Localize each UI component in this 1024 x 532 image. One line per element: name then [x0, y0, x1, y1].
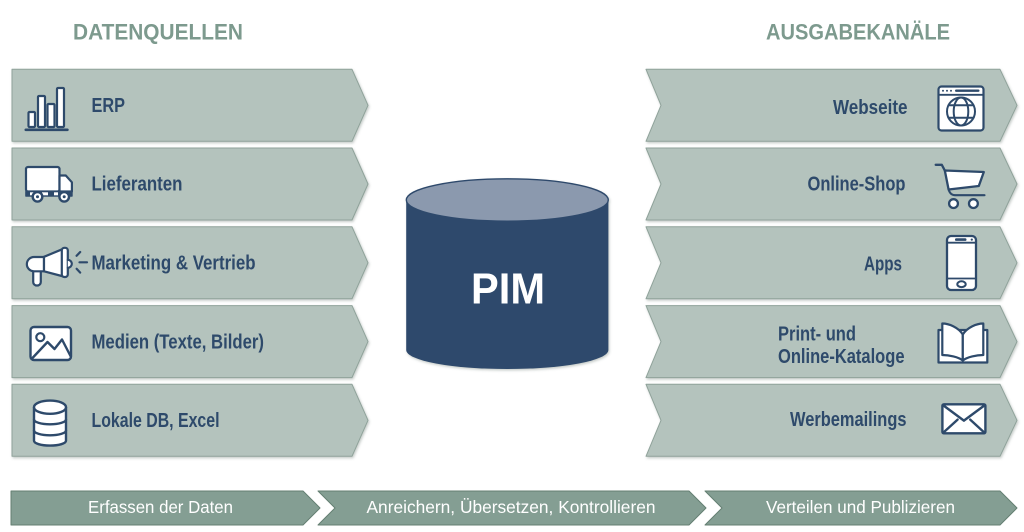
svg-text:Marketing & Vertrieb: Marketing & Vertrieb	[92, 252, 256, 275]
svg-text:Webseite: Webseite	[833, 96, 908, 119]
svg-text:Verteilen und Publizieren: Verteilen und Publizieren	[766, 497, 955, 517]
svg-text:Print- und: Print- und	[778, 322, 856, 345]
svg-text:Online-Kataloge: Online-Kataloge	[778, 345, 905, 368]
svg-text:ERP: ERP	[92, 94, 126, 117]
svg-text:AUSGABEKANÄLE: AUSGABEKANÄLE	[766, 20, 950, 45]
svg-text:Werbemailings: Werbemailings	[790, 408, 907, 431]
svg-text:Medien (Texte, Bilder): Medien (Texte, Bilder)	[92, 330, 265, 353]
svg-text:Lieferanten: Lieferanten	[92, 173, 183, 196]
svg-text:Anreichern, Übersetzen, Kontro: Anreichern, Übersetzen, Kontrollieren	[367, 497, 656, 517]
svg-text:Online-Shop: Online-Shop	[808, 173, 906, 196]
svg-text:DATENQUELLEN: DATENQUELLEN	[73, 20, 243, 45]
svg-text:Lokale DB, Excel: Lokale DB, Excel	[92, 409, 220, 432]
svg-text:PIM: PIM	[471, 266, 545, 314]
svg-text:Apps: Apps	[864, 252, 902, 275]
svg-text:Erfassen der Daten: Erfassen der Daten	[88, 497, 233, 517]
